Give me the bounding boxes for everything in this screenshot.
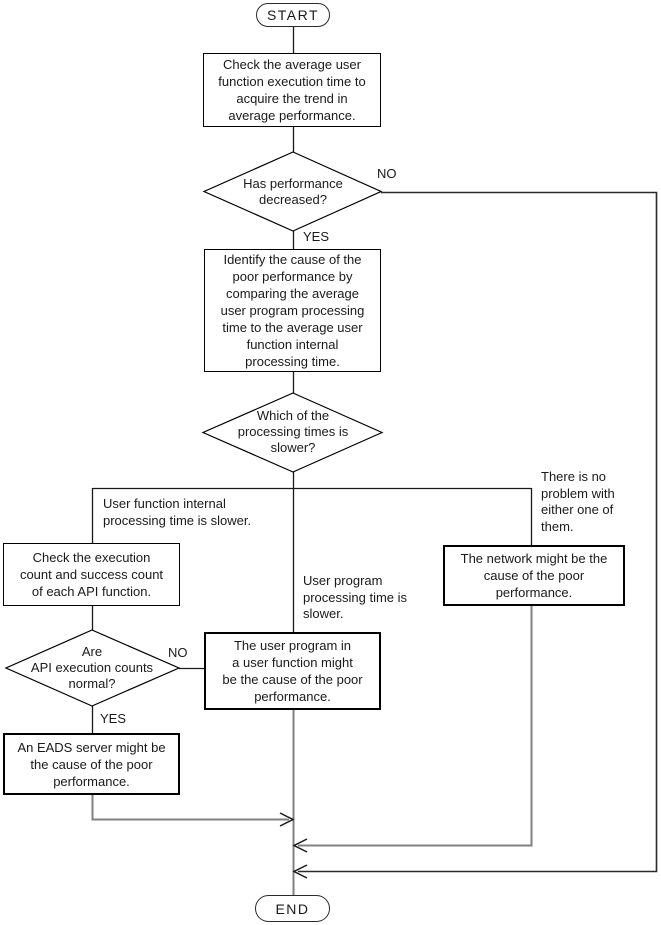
process-check-trend: Check the average user function executio…	[203, 53, 381, 127]
edge-label-no-problem: There is no problem with either one of t…	[541, 469, 615, 534]
no-bypass-line	[298, 191, 658, 873]
process-check-api: Check the execution count and success co…	[3, 543, 180, 606]
decision-api-counts-text: Are API execution counts normal?	[30, 644, 154, 691]
decision-which-slower-text: Which of the processing times is slower?	[237, 408, 349, 455]
edge-label-user-program-slower: User program processing time is slower.	[303, 573, 408, 621]
merge-lines	[91, 606, 533, 895]
start-terminal: START	[256, 3, 330, 27]
process-identify-cause: Identify the cause of the poor performan…	[204, 249, 381, 372]
result-eads-cause: An EADS server might be the cause of the…	[3, 733, 180, 795]
result-network-cause: The network might be the cause of the po…	[443, 545, 625, 606]
arrow-left-icon	[292, 838, 308, 853]
edge-label-yes-performance: YES	[303, 229, 330, 244]
process-check-trend-text: Check the average user function executio…	[218, 57, 366, 123]
edge-label-no-api: NO	[168, 645, 188, 660]
decision-which-slower-diamond	[201, 392, 384, 473]
end-label: END	[275, 900, 310, 917]
decision-performance-diamond	[202, 151, 383, 232]
end-terminal: END	[255, 895, 330, 922]
result-network-text: The network might be the cause of the po…	[460, 551, 608, 600]
process-identify-cause-text: Identify the cause of the poor performan…	[220, 252, 365, 369]
result-user-program-cause: The user program in a user function migh…	[204, 632, 381, 710]
arrow-left-icon	[292, 864, 308, 879]
decision-api-counts-diamond	[4, 629, 181, 707]
edge-label-no-performance: NO	[377, 166, 397, 181]
main-flow-lines	[91, 27, 533, 733]
arrowheads	[279, 812, 308, 879]
process-check-api-text: Check the execution count and success co…	[19, 550, 164, 599]
edge-label-internal-slower: User function internal processing time i…	[103, 496, 252, 528]
decision-performance-text: Has performance decreased?	[243, 176, 343, 207]
decision-shapes	[4, 151, 384, 707]
result-eads-text: An EADS server might be the cause of the…	[17, 739, 166, 789]
arrow-right-icon	[279, 812, 295, 827]
start-label: START	[266, 7, 320, 23]
edge-label-yes-api: YES	[100, 711, 127, 726]
result-user-program-text: The user program in a user function migh…	[222, 638, 363, 704]
